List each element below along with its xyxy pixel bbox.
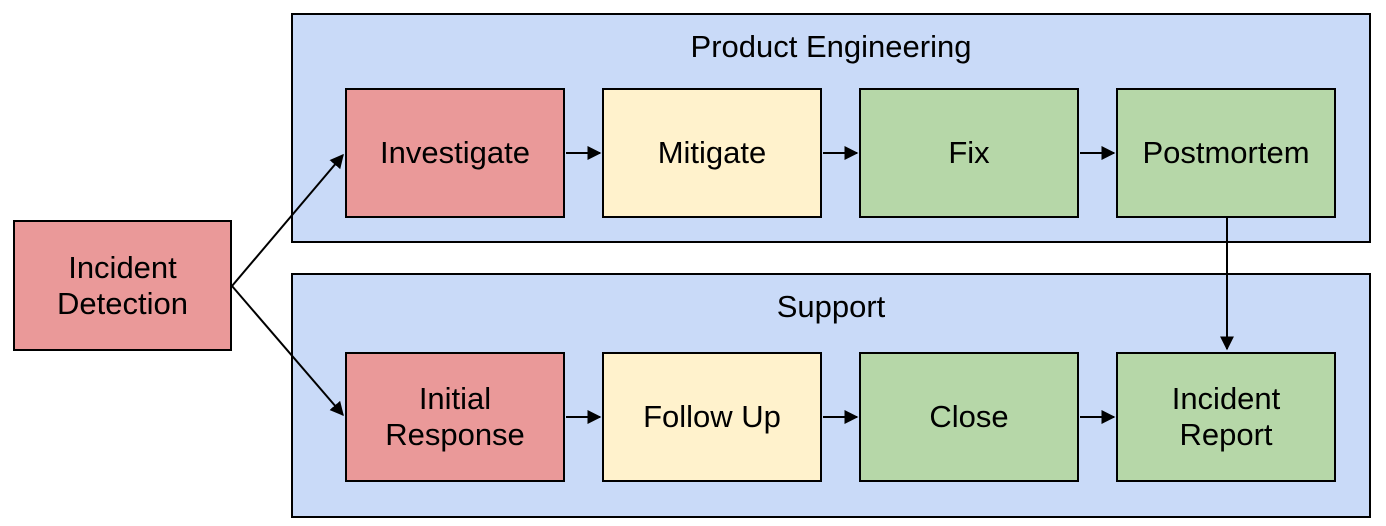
node-incident-detection: Incident Detection: [13, 220, 232, 351]
node-initial-response-label: Initial Response: [385, 381, 525, 452]
node-close-label: Close: [929, 399, 1009, 435]
node-initial-response: Initial Response: [345, 352, 565, 482]
node-follow-up: Follow Up: [602, 352, 822, 482]
node-postmortem: Postmortem: [1116, 88, 1336, 218]
node-incident-report-label: Incident Report: [1171, 381, 1281, 452]
node-fix-label: Fix: [948, 135, 990, 171]
node-postmortem-label: Postmortem: [1142, 135, 1310, 171]
lane-title-product-engineering: Product Engineering: [690, 29, 972, 64]
lane-title-support: Support: [776, 289, 886, 324]
node-close: Close: [859, 352, 1079, 482]
node-investigate-label: Investigate: [380, 135, 530, 171]
node-incident-detection-label: Incident Detection: [57, 249, 188, 321]
node-incident-report: Incident Report: [1116, 352, 1336, 482]
node-investigate: Investigate: [345, 88, 565, 218]
node-follow-up-label: Follow Up: [643, 399, 781, 435]
node-fix: Fix: [859, 88, 1079, 218]
node-mitigate-label: Mitigate: [657, 135, 767, 171]
node-mitigate: Mitigate: [602, 88, 822, 218]
